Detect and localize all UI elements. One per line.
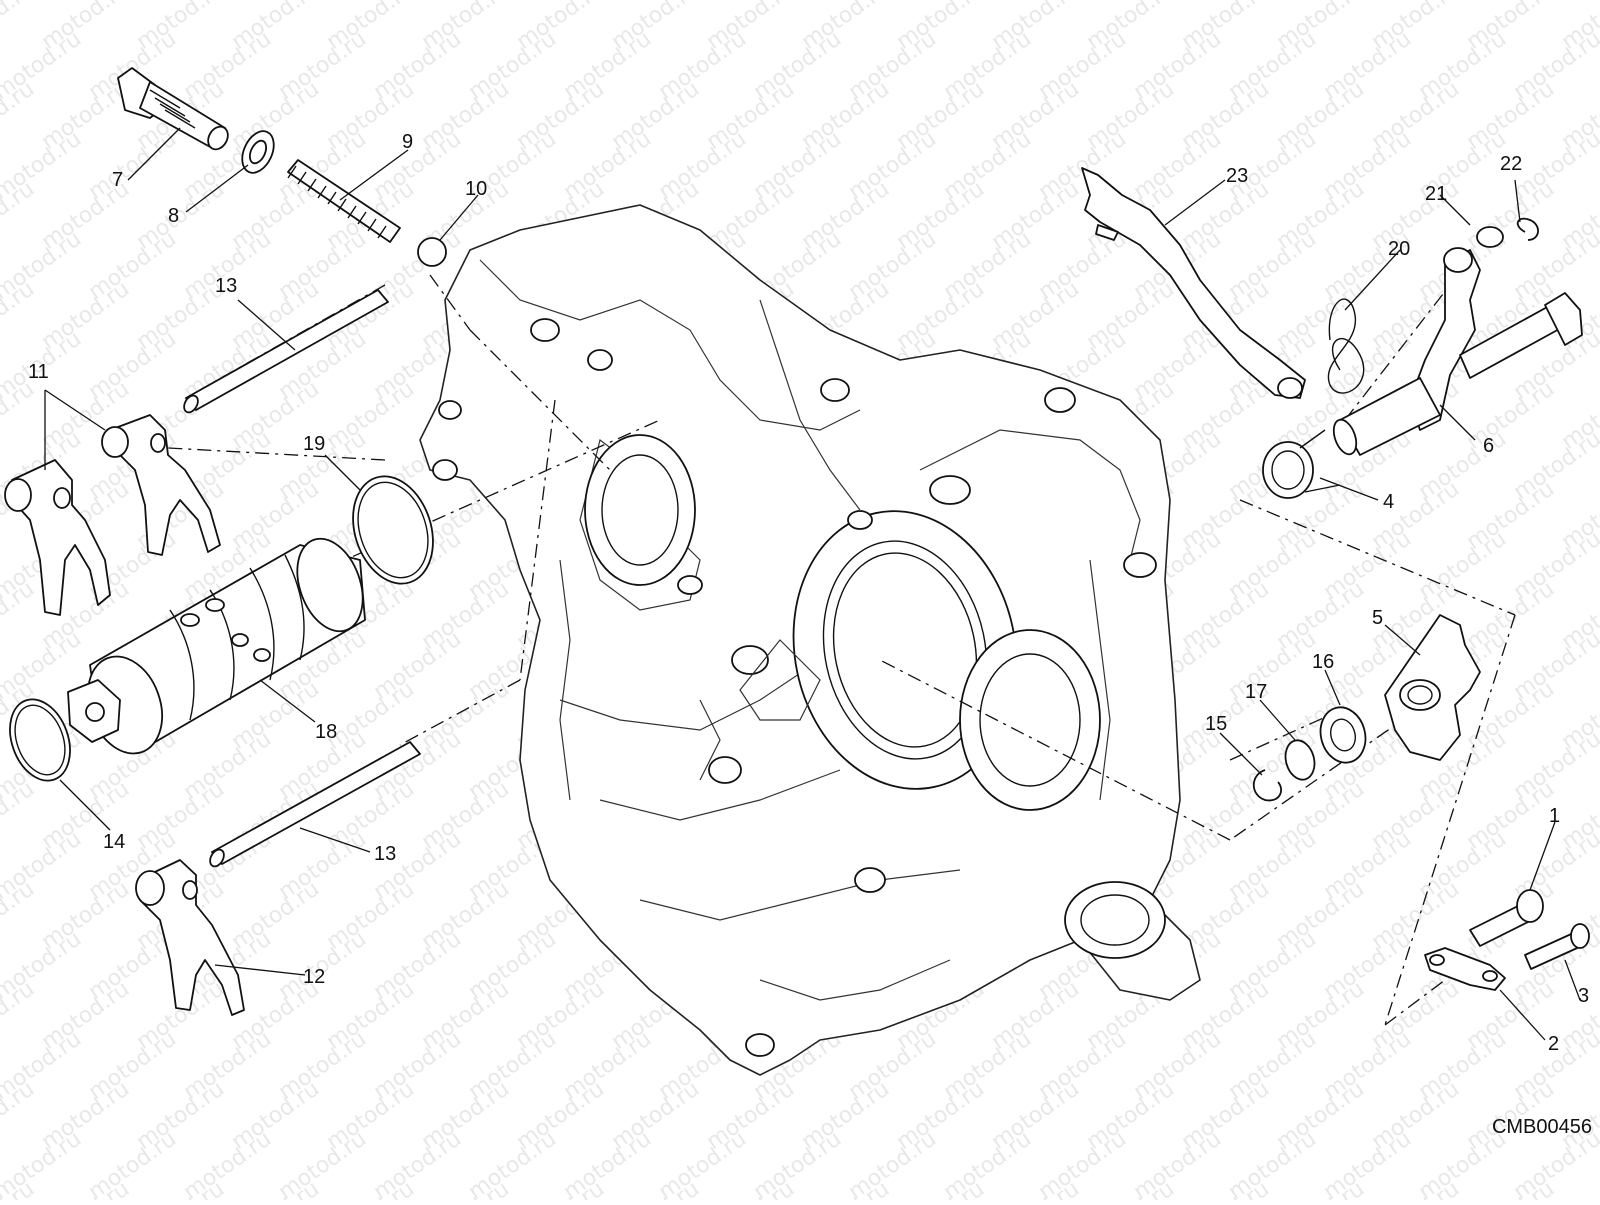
detent-spring [287,159,401,243]
spacer-washer [1284,739,1316,781]
watermark-text: motod.ru [749,1127,846,1200]
washer [241,130,275,174]
callout-3: 3 [1578,985,1589,1007]
callout-23: 23 [1226,165,1248,187]
drawing-code: CMB00456 [1492,1116,1592,1138]
callout-10: 10 [465,178,487,200]
lever-washer [1476,226,1504,248]
gear-selector-shaft [1332,247,1583,456]
callout-8: 8 [168,205,179,227]
watermark-text: motod.ru [0,0,39,55]
callout-21: 21 [1425,183,1447,205]
watermark-text: motod.ru [179,1127,276,1200]
callout-22: 22 [1500,153,1522,175]
o-ring-lower [9,698,71,782]
callout-15: 15 [1205,713,1227,735]
watermark-text: motod.ru [844,1127,941,1200]
callout-6: 6 [1483,435,1494,457]
watermark-text: motod.ru [369,1127,466,1200]
bearing [1319,706,1367,764]
callout-13-lower: 13 [374,843,396,865]
watermark-text: motod.ru [1319,1127,1416,1200]
callout-20: 20 [1388,238,1410,260]
callout-9: 9 [402,131,413,153]
leader-lines [44,127,1581,1041]
callout-7: 7 [112,169,123,191]
gear-shift-lever [1081,167,1306,399]
callout-labels: 7 8 9 10 13 11 19 18 14 13 12 23 20 21 2… [28,131,1589,1055]
torsion-spring [1262,429,1341,499]
callout-2: 2 [1548,1033,1559,1055]
callout-19: 19 [303,433,325,455]
callout-5: 5 [1372,607,1383,629]
o-ring-upper [352,475,434,585]
fork-shaft-lower [209,741,421,868]
watermark-text: motod.ru [654,1127,751,1200]
callout-14: 14 [103,831,125,853]
return-spring [1327,298,1365,394]
watermark-text: motod.ru [1034,1127,1131,1200]
cap-screw [1469,889,1544,947]
watermark-text: motod.ru [274,1127,371,1200]
set-screw [1524,923,1590,970]
callout-1: 1 [1549,805,1560,827]
detent-ball [417,237,447,267]
callout-13-upper: 13 [215,275,237,297]
shift-drum [67,537,366,755]
shift-fork-pair [4,414,221,616]
watermark-text: motod.ru [1557,1177,1600,1200]
crankcase-half [419,204,1201,1076]
retaining-bracket [1424,947,1506,991]
watermark-text: motod.ru [1129,1127,1226,1200]
fork-shaft-upper [183,289,389,414]
circlip-lower [1252,769,1282,802]
callout-17: 17 [1245,681,1267,703]
watermark-text: motod.ru [1224,1127,1321,1200]
watermark-text: motod.ru [559,1127,656,1200]
watermark-text: motod.ru [939,1127,1036,1200]
callout-11: 11 [28,361,49,383]
callout-18: 18 [315,721,337,743]
callout-16: 16 [1312,651,1334,673]
circlip-upper [1516,217,1539,241]
callout-4: 4 [1383,491,1394,513]
selector-plate [1384,614,1481,761]
pivot-bolt [117,67,229,151]
shift-fork-single [135,859,245,1016]
watermark-text: motod.ru [464,1127,561,1200]
callout-12: 12 [303,966,325,988]
watermark-text: motod.ru [84,1127,181,1200]
